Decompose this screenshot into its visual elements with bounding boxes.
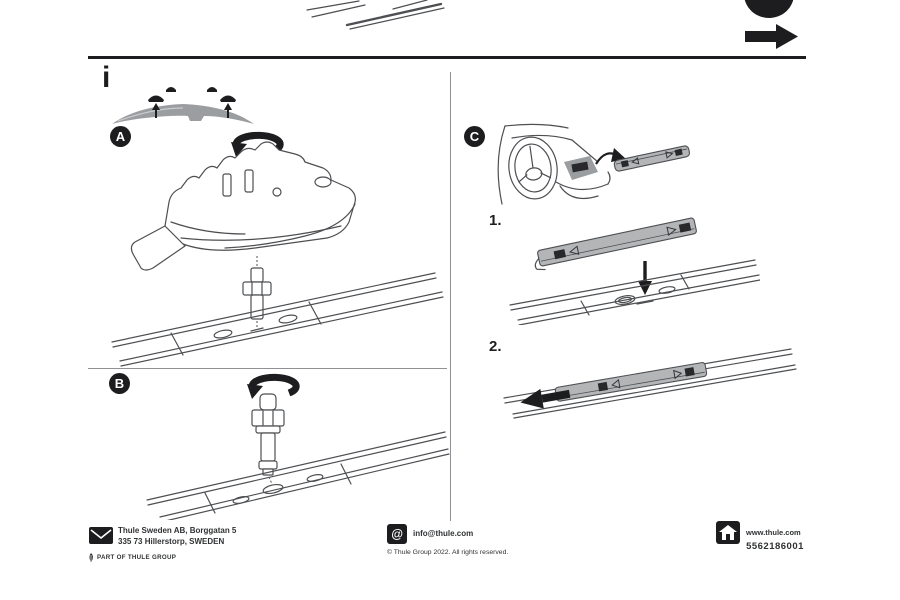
at-icon: @: [387, 524, 407, 544]
page-indicator-dot-icon: [744, 0, 794, 18]
section-a-badge: A: [110, 126, 131, 147]
section-b-diagram: [146, 372, 450, 520]
home-icon: [716, 521, 740, 544]
section-divider-a-b: [88, 368, 447, 369]
contact-email: info@thule.com: [413, 529, 474, 538]
thule-group-note: PART OF THULE GROUP: [88, 553, 176, 562]
section-c-diagram: [497, 123, 691, 205]
at-symbol: @: [391, 527, 403, 541]
previous-figure-remnant: [306, 0, 445, 30]
company-address: Thule Sweden AB, Borggatan 5 335 73 Hill…: [118, 526, 236, 548]
copyright-text: © Thule Group 2022. All rights reserved.: [387, 549, 509, 556]
address-line-2: 335 73 Hillerstorp, SWEDEN: [118, 536, 225, 546]
section-c-label: C: [469, 129, 480, 144]
envelope-icon: [89, 527, 113, 544]
header-rule: [88, 56, 806, 59]
section-a-label: A: [115, 129, 126, 144]
roof-cross-section-illustration: [112, 87, 254, 124]
step1-label: 1.: [489, 212, 502, 229]
section-c-badge: C: [464, 126, 485, 147]
thule-group-mark-icon: [89, 553, 93, 562]
step1-diagram: [509, 217, 760, 325]
section-b-badge: B: [109, 373, 130, 394]
address-line-1: Thule Sweden AB, Borggatan 5: [118, 526, 237, 535]
website-url: www.thule.com: [746, 528, 801, 537]
step2-diagram: [503, 348, 797, 419]
group-note-text: PART OF THULE GROUP: [97, 554, 177, 561]
info-icon: i: [102, 61, 111, 94]
column-divider: [450, 72, 451, 521]
step2-label: 2.: [489, 338, 502, 355]
section-b-label: B: [114, 376, 125, 391]
part-number: 5562186001: [746, 541, 804, 552]
next-page-arrow-icon: [745, 24, 798, 49]
section-a-diagram: [111, 130, 444, 367]
